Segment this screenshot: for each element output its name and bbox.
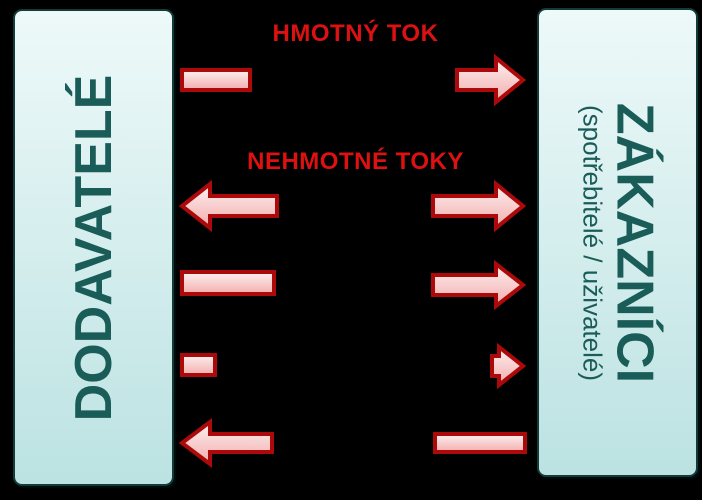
intangible-flows-label: NEHMOTNÉ TOKY	[247, 148, 464, 175]
customers-box: ZÁKAZNÍCI (spotřebitelé / uživatelé)	[537, 8, 698, 477]
suppliers-box: DODAVATELÉ	[13, 9, 174, 486]
intangible-flow-arrow-right-3	[490, 342, 527, 390]
intangible-flow-arrow-right-2	[431, 259, 527, 311]
material-flow-label: HMOTNÝ TOK	[272, 20, 439, 47]
intangible-flow-arrow-right-1	[431, 179, 527, 233]
material-flow-arrow-right	[455, 53, 527, 107]
intangible-flow-arrow-left-2	[178, 418, 274, 468]
intangible-flow-tail-left-2	[180, 270, 276, 296]
intangible-flow-tail-left-3	[180, 353, 217, 377]
intangible-flow-tail-right	[433, 432, 527, 454]
intangible-flow-arrow-left	[178, 179, 279, 233]
material-flow-tail-left	[180, 68, 252, 92]
